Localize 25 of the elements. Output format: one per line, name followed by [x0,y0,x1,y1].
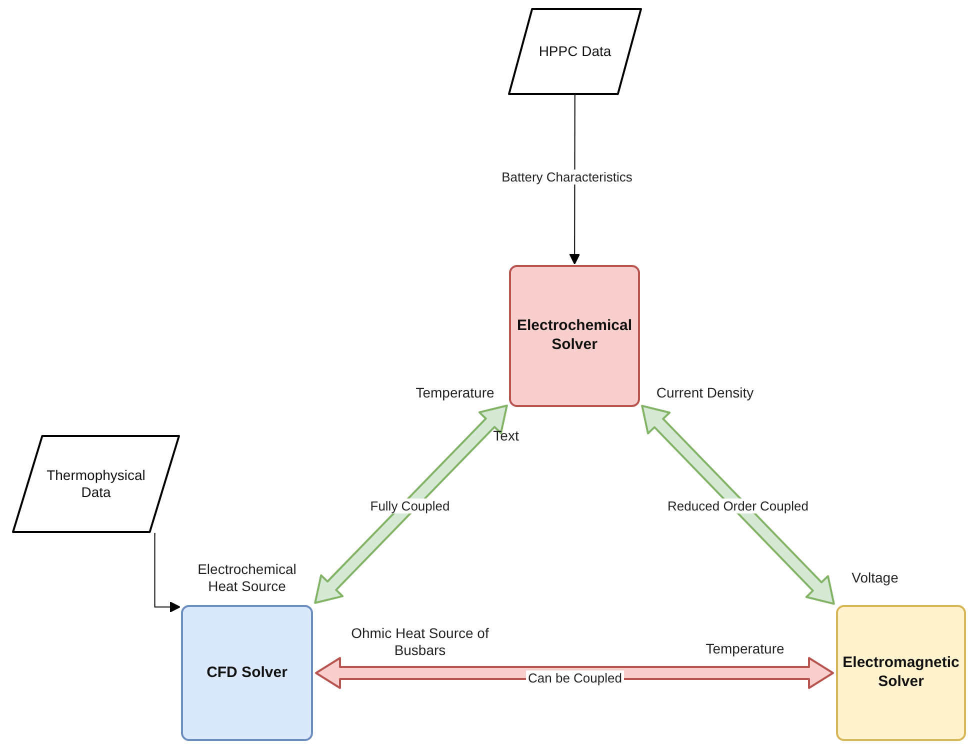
node-label: Thermophysical Data [46,466,146,502]
edge-label: Reduced Order Coupled [666,498,810,514]
node-label: Electrochemical Solver [516,317,634,355]
annotation-label: Temperature [704,640,786,658]
annotation-label: Electrochemical Heat Source [196,561,298,595]
node-label: HPPC Data [538,42,612,60]
node-label: CFD Solver [206,664,288,682]
data-parallelogram [508,8,642,95]
edge-label: Battery Characteristics [500,170,634,184]
arrow [154,532,180,612]
arrow [569,94,580,264]
annotation-label: Temperature [414,384,496,402]
edge-label: Can be Coupled [526,670,624,686]
annotation-label: Voltage [850,570,900,586]
data-parallelogram [12,435,180,533]
annotation-label: Text [492,428,520,444]
solver-box [181,605,313,741]
edge-label: Fully Coupled [368,498,452,514]
annotation-label: Ohmic Heat Source of Busbars [350,625,490,659]
solver-box [509,265,640,407]
solver-box [836,605,966,741]
double-block-arrow [314,404,508,604]
annotation-label: Current Density [655,384,755,402]
node-label: Electromagnetic Solver [842,654,960,692]
double-block-arrow [641,404,835,605]
